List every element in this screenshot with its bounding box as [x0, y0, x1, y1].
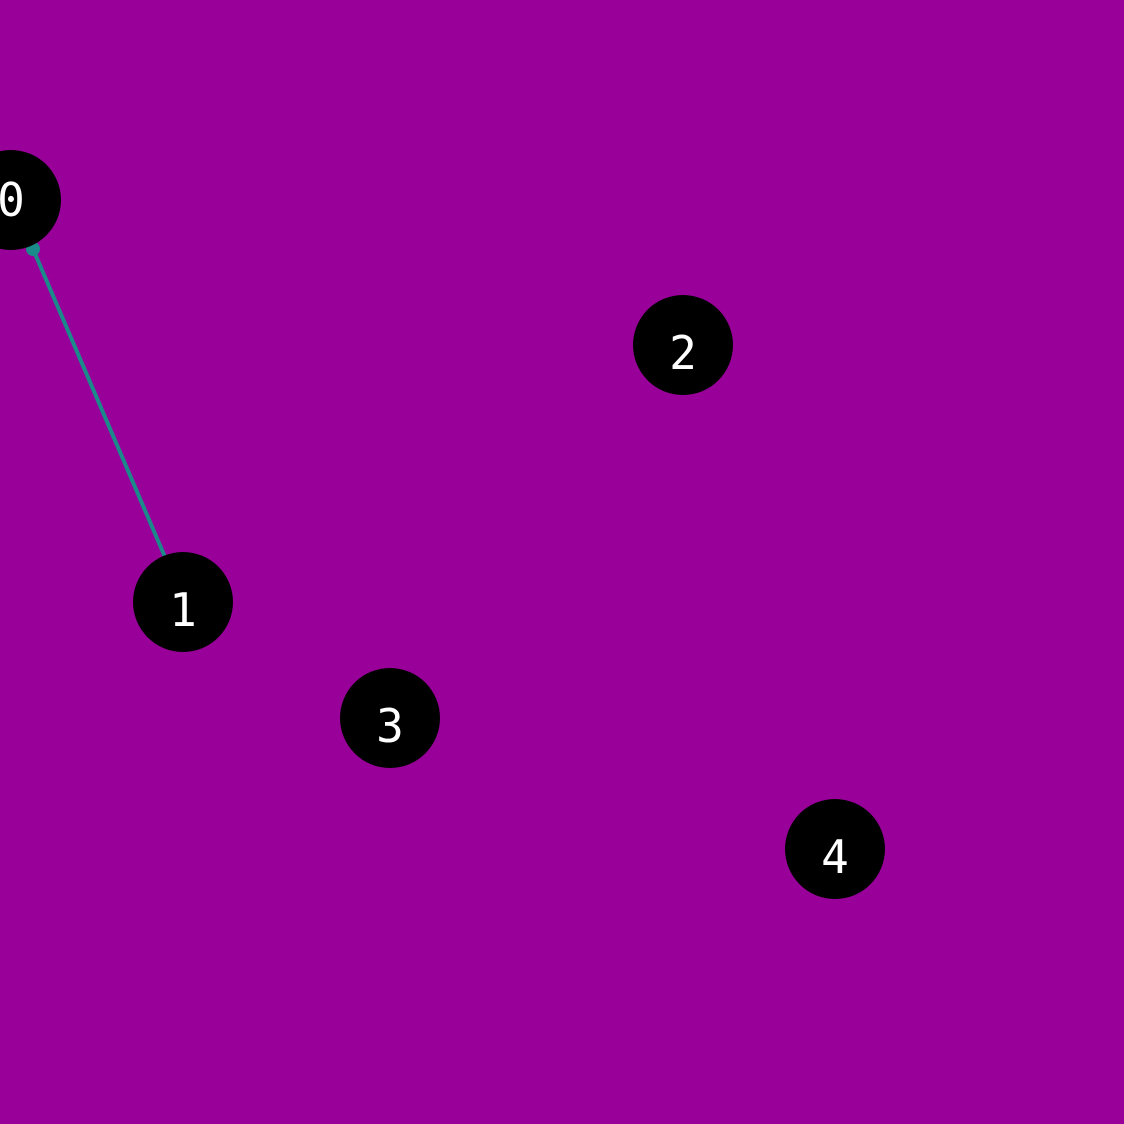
node-circle[interactable] [785, 799, 885, 899]
node-circle[interactable] [0, 150, 61, 250]
node-label: 3 [376, 699, 404, 753]
node-label: 0 [0, 173, 25, 227]
node-2[interactable]: 2 [633, 295, 733, 395]
edge-line [31, 247, 167, 559]
node-3[interactable]: 3 [340, 668, 440, 768]
node-circle[interactable] [633, 295, 733, 395]
node-1[interactable]: 1 [133, 552, 233, 652]
node-circle[interactable] [340, 668, 440, 768]
node-label: 2 [669, 326, 697, 380]
node-circle[interactable] [133, 552, 233, 652]
node-label: 1 [169, 583, 197, 637]
node-label: 4 [821, 830, 849, 884]
node-0[interactable]: 0 [0, 150, 61, 250]
node-4[interactable]: 4 [785, 799, 885, 899]
